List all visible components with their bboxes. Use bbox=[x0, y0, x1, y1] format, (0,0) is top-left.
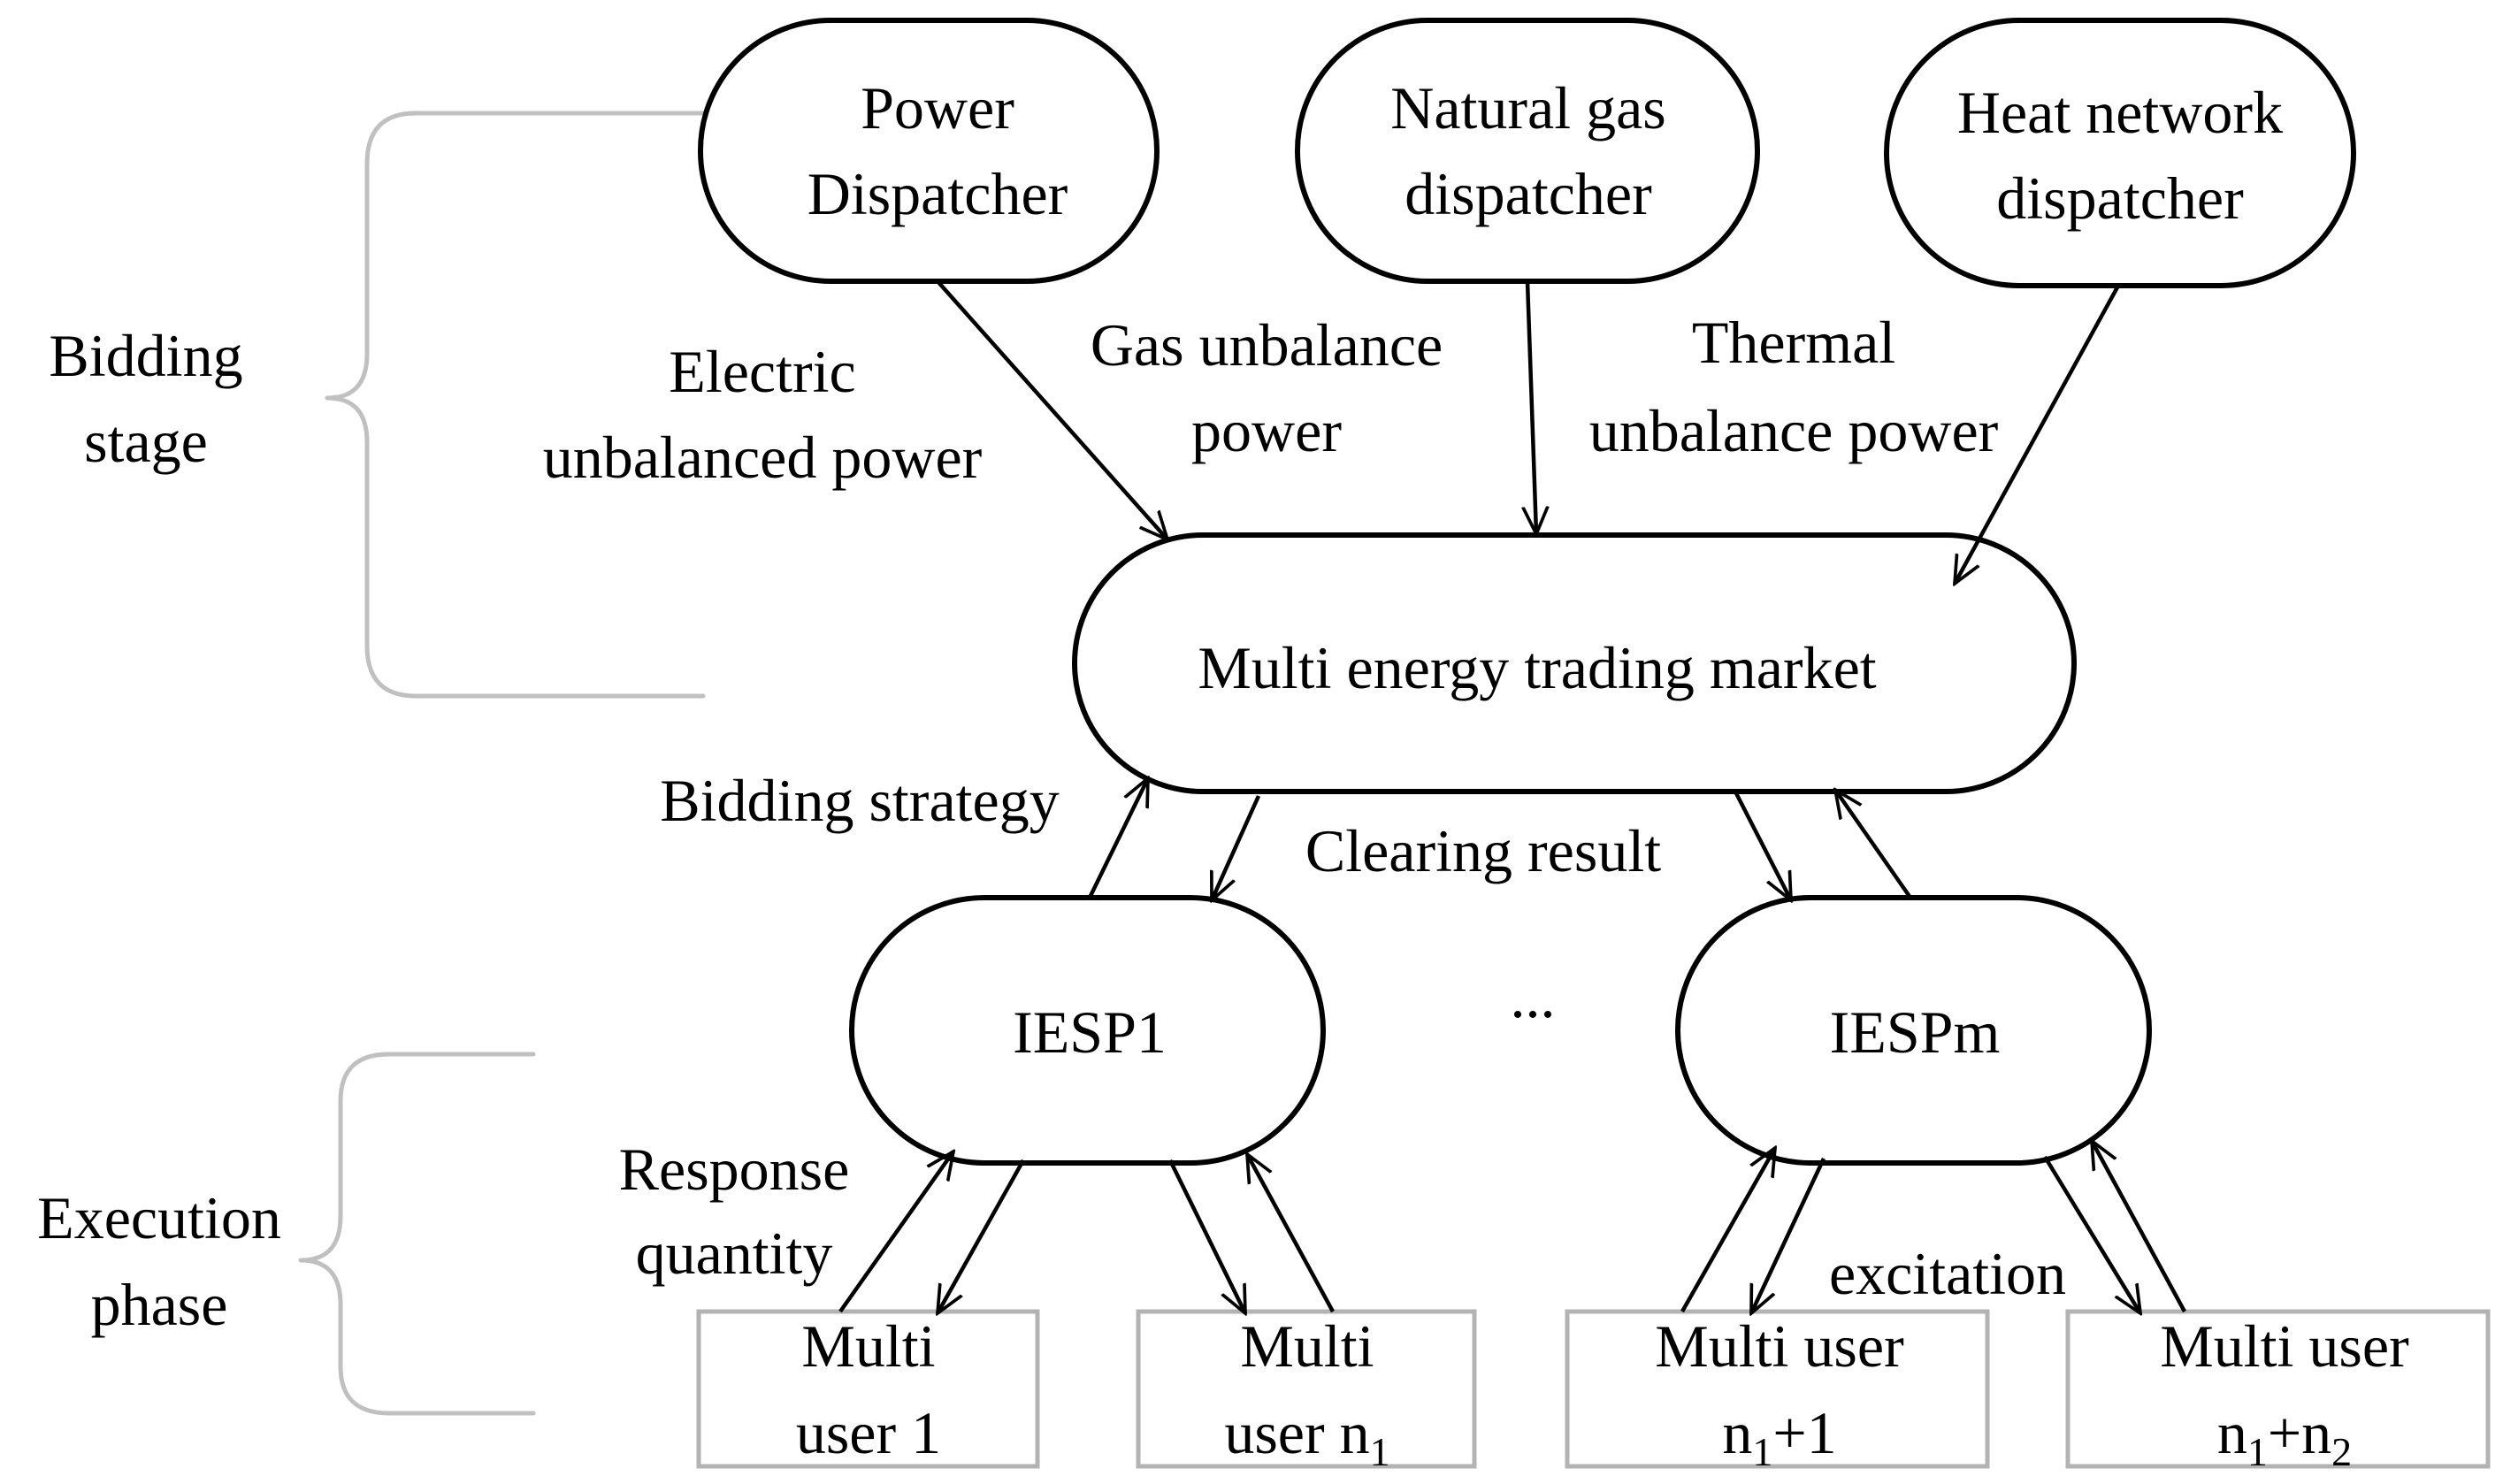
iesp1-clear-arrow bbox=[1209, 795, 1261, 900]
execution-phase-brace bbox=[298, 1052, 536, 1416]
user-box-n1p1: Multi user n1+1 bbox=[1565, 1309, 1990, 1474]
user-n1n2-line1: Multi user bbox=[2160, 1312, 2409, 1380]
power-dispatcher-line2: Dispatcher bbox=[808, 160, 1068, 227]
user-n1p1-line1: Multi user bbox=[1655, 1312, 1904, 1380]
thermal-flow-line1: Thermal bbox=[1692, 309, 1895, 376]
execution-phase-line1: Execution bbox=[37, 1184, 281, 1251]
iesp1-label: IESP1 bbox=[1013, 998, 1167, 1066]
power-dispatcher-node: Power Dispatcher bbox=[698, 18, 1160, 284]
iespm-bid-arrow bbox=[1835, 790, 1912, 899]
electric-arrow bbox=[936, 279, 1167, 539]
heat-dispatcher-line2: dispatcher bbox=[1996, 164, 2244, 232]
iespm-label: IESPm bbox=[1830, 998, 2001, 1066]
response-line2: quantity bbox=[636, 1220, 833, 1287]
response-line1: Response bbox=[619, 1136, 850, 1203]
iespm-node: IESPm bbox=[1675, 895, 2152, 1166]
bidding-stage-label: Bidding stage bbox=[49, 322, 242, 475]
bidding-stage-line1: Bidding bbox=[49, 322, 242, 389]
iespm-clear-arrow bbox=[1733, 790, 1791, 900]
execution-phase-line2: phase bbox=[91, 1271, 228, 1338]
market-node: Multi energy trading market bbox=[1072, 532, 2077, 794]
electric-flow-line2: unbalanced power bbox=[543, 424, 983, 491]
iesp1-to-usern1-arrow bbox=[1167, 1159, 1248, 1313]
gas-flow-line1: Gas unbalance bbox=[1091, 311, 1443, 379]
gas-flow-label: Gas unbalance power bbox=[1091, 311, 1443, 464]
user1-response-arrow bbox=[838, 1151, 953, 1313]
usern1-response-arrow bbox=[1247, 1154, 1335, 1313]
user-n1p1-line2: n1+1 bbox=[1722, 1399, 1836, 1474]
gas-dispatcher-node: Natural gas dispatcher bbox=[1295, 18, 1760, 284]
heat-dispatcher-node: Heat network dispatcher bbox=[1884, 18, 2356, 288]
user-box-n1n2: Multi user n1+n2 bbox=[2065, 1309, 2491, 1474]
user-1-line1: Multi bbox=[801, 1312, 935, 1380]
iesp1-bid-arrow bbox=[1087, 778, 1151, 899]
user-1-line2: user 1 bbox=[796, 1399, 941, 1466]
iesp1-to-user1-arrow bbox=[938, 1159, 1025, 1313]
user-box-n1: Multi user n1 bbox=[1136, 1309, 1477, 1474]
user-n1-line2: user n1 bbox=[1224, 1399, 1389, 1474]
gas-arrow bbox=[1527, 280, 1536, 534]
electric-flow-line1: Electric bbox=[669, 338, 855, 405]
iesp1-node: IESP1 bbox=[849, 895, 1326, 1166]
iespm-to-usern1n2-arrow bbox=[2043, 1155, 2140, 1313]
user-n1-line1: Multi bbox=[1240, 1312, 1374, 1380]
execution-phase-label: Execution phase bbox=[37, 1184, 281, 1338]
heat-dispatcher-line1: Heat network bbox=[1957, 79, 2283, 146]
usern1n2-response-arrow bbox=[2092, 1141, 2186, 1313]
iespm-to-usern1p1-arrow bbox=[1749, 1158, 1826, 1313]
thermal-flow-label: Thermal unbalance power bbox=[1589, 309, 1999, 464]
bidding-stage-line2: stage bbox=[84, 408, 208, 475]
gas-dispatcher-line2: dispatcher bbox=[1405, 160, 1652, 227]
power-dispatcher-line1: Power bbox=[861, 74, 1014, 142]
market-label: Multi energy trading market bbox=[1198, 634, 1876, 701]
electric-flow-label: Electric unbalanced power bbox=[543, 338, 983, 491]
thermal-flow-line2: unbalance power bbox=[1589, 397, 1999, 464]
thermal-arrow bbox=[1955, 284, 2120, 584]
gas-flow-line2: power bbox=[1191, 397, 1342, 464]
response-quantity-label: Response quantity bbox=[619, 1136, 850, 1287]
user-box-1: Multi user 1 bbox=[696, 1309, 1040, 1469]
user-n1n2-line2: n1+n2 bbox=[2217, 1399, 2352, 1474]
bidding-strategy-label: Bidding strategy bbox=[660, 767, 1059, 834]
clearing-result-label: Clearing result bbox=[1305, 817, 1661, 884]
bidding-stage-brace bbox=[325, 111, 706, 699]
excitation-label: excitation bbox=[1829, 1240, 2066, 1307]
gas-dispatcher-line1: Natural gas bbox=[1390, 74, 1666, 142]
usern1p1-response-arrow bbox=[1680, 1148, 1775, 1313]
providers-ellipsis: ... bbox=[1511, 963, 1556, 1030]
